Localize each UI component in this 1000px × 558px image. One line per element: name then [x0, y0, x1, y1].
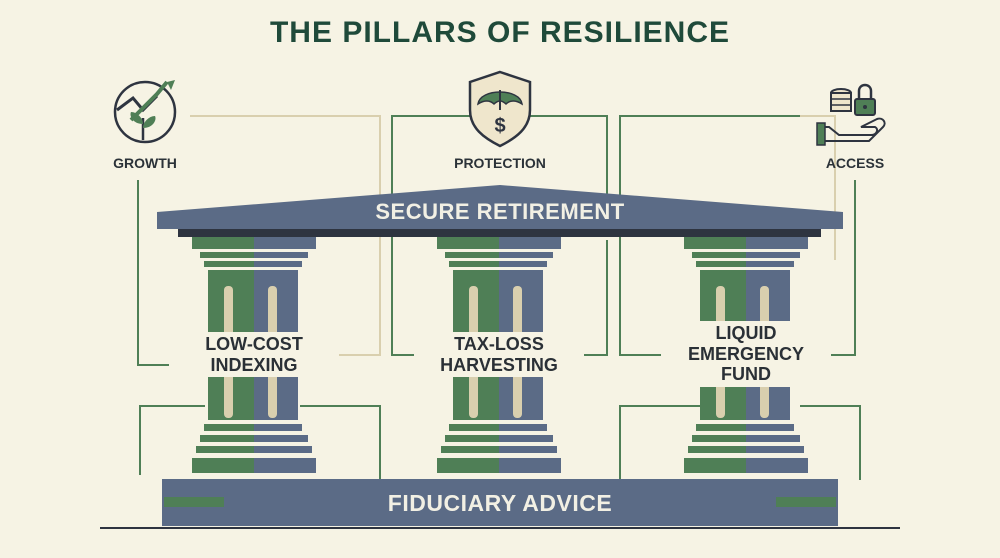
pillar-label-1-line-2: INDEXING: [210, 354, 298, 375]
pillar-label-3-line-2: EMERGENCY: [687, 343, 804, 364]
growth-chart-sprout-icon: [113, 80, 177, 144]
pillar-label-2-line-2: HARVESTING: [440, 354, 558, 375]
pillar-label-3: LIQUID EMERGENCY FUND: [661, 321, 831, 388]
svg-text:$: $: [494, 115, 505, 137]
base: [162, 479, 838, 526]
coins-lock-hand-icon: [816, 83, 886, 146]
growth-label: GROWTH: [113, 155, 177, 171]
pillar-label-1: LOW-COST INDEXING: [169, 332, 339, 378]
pillar-label-1-line-1: LOW-COST: [205, 334, 303, 354]
pillar-label-3-line-1: LIQUID: [715, 323, 777, 343]
roof-label: SECURE RETIREMENT: [375, 199, 625, 224]
pillar-label-2-line-1: TAX-LOSS: [454, 334, 544, 354]
access-label: ACCESS: [825, 155, 885, 171]
base-label: FIDUCIARY ADVICE: [387, 490, 613, 516]
pillar-label-3-line-3: FUND: [721, 364, 771, 385]
connector-lower-2: [300, 405, 381, 480]
shield-umbrella-dollar-icon: $: [468, 70, 532, 148]
roof: [157, 185, 843, 237]
connector-lower-1: [139, 405, 205, 475]
page-title: THE PILLARS OF RESILIENCE: [269, 16, 731, 49]
connector-protection-green-right: [530, 115, 608, 200]
pillar-label-2: TAX-LOSS HARVESTING: [414, 332, 584, 378]
connector-lower-4: [800, 405, 861, 480]
protection-label: PROTECTION: [454, 155, 546, 171]
connector-lower-3: [619, 405, 705, 480]
